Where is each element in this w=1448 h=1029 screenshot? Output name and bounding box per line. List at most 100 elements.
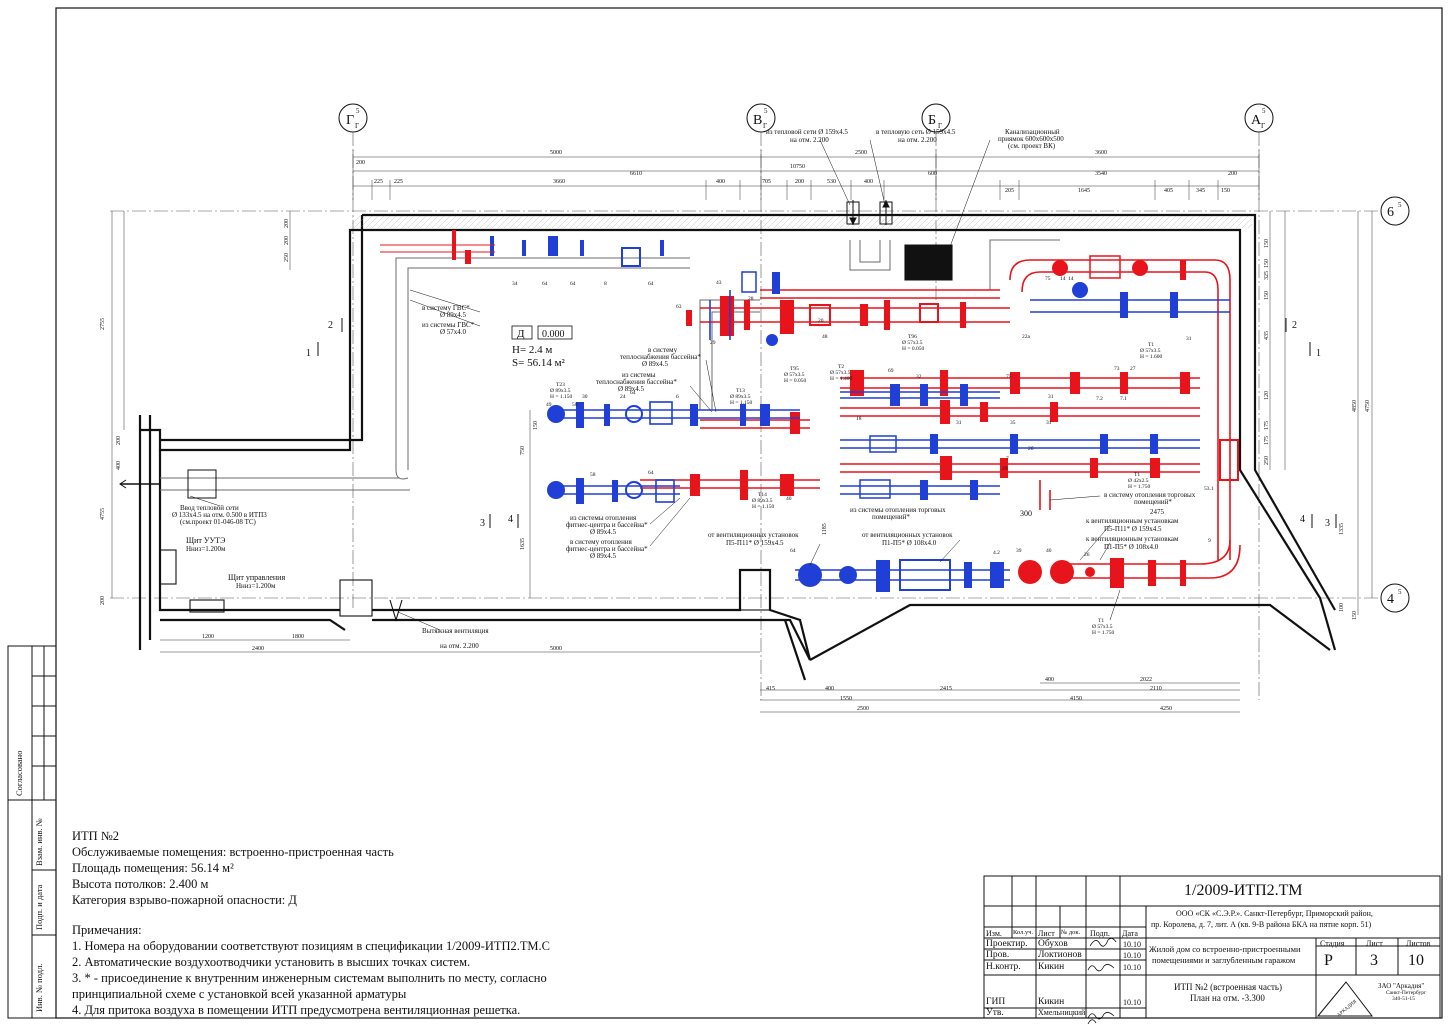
svg-text:2500: 2500	[855, 150, 867, 156]
svg-text:4: 4	[1300, 514, 1305, 525]
svg-text:Ø 57х3.5: Ø 57х3.5	[1140, 348, 1161, 354]
ceiling-height: Высота потолков: 2.400 м	[72, 877, 209, 891]
svg-text:250: 250	[284, 253, 290, 262]
svg-text:Ø 57х3.5: Ø 57х3.5	[784, 372, 805, 378]
svg-text:П5-П11* Ø 159х4.5: П5-П11* Ø 159х4.5	[726, 539, 784, 547]
svg-text:в систему отопления торговых: в систему отопления торговых	[1104, 491, 1196, 499]
position-number: 7.2	[1096, 396, 1103, 402]
svg-text:400: 400	[716, 179, 725, 185]
svg-text:345: 345	[1196, 188, 1205, 194]
svg-text:2110: 2110	[1150, 686, 1162, 692]
remark-2: 2. Автоматические воздухоотводчики устан…	[72, 955, 471, 969]
remark-3b: принципиальной схеме с установкой всей у…	[72, 987, 407, 1001]
position-number: 63	[676, 304, 682, 310]
svg-text:П5-П11* Ø 159х4.5: П5-П11* Ø 159х4.5	[1104, 525, 1162, 533]
position-number: 58	[590, 472, 596, 478]
company-city: Санкт-Петербург	[1386, 990, 1427, 996]
svg-text:200: 200	[284, 236, 290, 245]
bottom-dimension-values: 1200 1800 2400 5000 415 400 1550 2415 40…	[202, 634, 1172, 712]
svg-text:в систему ГВС*: в систему ГВС*	[422, 304, 470, 312]
svg-text:5: 5	[1398, 201, 1402, 209]
svg-text:Щит УУТЭ: Щит УУТЭ	[186, 536, 225, 545]
svg-text:фитнес-центра и бассейна*: фитнес-центра и бассейна*	[566, 545, 648, 553]
svg-text:Г: Г	[355, 122, 359, 130]
position-number: 40	[786, 496, 792, 502]
position-number: 28	[748, 296, 754, 302]
position-number: 64	[630, 390, 636, 396]
svg-text:600: 600	[928, 171, 937, 177]
notes-block: ИТП №2 Обслуживаемые помещения: встроенн…	[72, 828, 972, 1018]
role-designer: Проектир.	[986, 939, 1028, 949]
fire-category: Категория взрыво-пожарной опасности: Д	[72, 893, 297, 907]
title-block-grid	[983, 875, 1441, 1019]
col-list: Лист	[1038, 929, 1055, 938]
svg-text:4: 4	[508, 514, 513, 525]
top-line-fittings	[452, 230, 664, 267]
position-number: 32	[916, 374, 922, 380]
position-number: 20	[818, 318, 824, 324]
position-number: 7	[1006, 456, 1009, 462]
svg-text:П1-П5* Ø 108х4.0: П1-П5* Ø 108х4.0	[1104, 543, 1159, 551]
svg-text:П1-П5* Ø 108х4.0: П1-П5* Ø 108х4.0	[882, 539, 937, 547]
svg-text:530: 530	[827, 179, 836, 185]
itp-title: ИТП №2	[72, 829, 119, 843]
svg-text:Ø 89х3.5: Ø 89х3.5	[730, 394, 751, 400]
company-name: ЗАО "Аркадия"	[1378, 982, 1425, 990]
position-number: 31	[1186, 336, 1192, 342]
position-number: 26	[1084, 552, 1090, 558]
svg-text:Согласовано: Согласовано	[14, 751, 24, 796]
col-data: Дата	[1122, 929, 1138, 938]
svg-text:от вентиляционных установок: от вентиляционных установок	[708, 531, 799, 539]
svg-text:200: 200	[284, 219, 290, 228]
position-number: 8	[604, 281, 607, 287]
svg-text:Ø 89х4.5: Ø 89х4.5	[618, 385, 645, 393]
svg-text:к вентиляционным установкам: к вентиляционным установкам	[1086, 535, 1179, 543]
svg-text:1: 1	[1316, 348, 1321, 359]
svg-text:1550: 1550	[840, 696, 852, 702]
position-number: 64	[542, 281, 548, 287]
svg-text:6: 6	[1387, 205, 1394, 220]
svg-text:200: 200	[100, 596, 106, 605]
svg-text:от вентиляционных установок: от вентиляционных установок	[862, 531, 953, 539]
svg-text:1: 1	[306, 348, 311, 359]
svg-text:(см. проект ВК): (см. проект ВК)	[1008, 142, 1056, 150]
svg-text:теплоснабжения бассейна*: теплоснабжения бассейна*	[620, 353, 701, 361]
pipe-labels: из тепловой сети Ø 159х4.5 на отм. 2.200…	[172, 128, 1196, 650]
svg-text:Г: Г	[346, 113, 354, 128]
svg-text:4250: 4250	[1160, 706, 1172, 712]
svg-text:205: 205	[1005, 188, 1014, 194]
svg-text:Г: Г	[1261, 122, 1265, 130]
date-normcontrol: 10.10	[1123, 963, 1141, 972]
svg-text:200: 200	[1228, 171, 1237, 177]
position-number: 2б	[1028, 445, 1034, 452]
svg-text:T95: T95	[790, 366, 799, 372]
svg-text:400: 400	[1045, 677, 1054, 683]
input-flange	[119, 469, 217, 499]
axis-bubbles: Г Г 5 В Г 5 Б Г А Г 5 6 5 4 5	[338, 103, 1410, 613]
svg-text:750: 750	[520, 446, 526, 455]
svg-text:в тепловую сеть Ø 159х4.5: в тепловую сеть Ø 159х4.5	[876, 128, 956, 136]
position-number: 29	[1002, 466, 1008, 472]
svg-text:2: 2	[328, 320, 333, 331]
svg-text:H = 0.050: H = 0.050	[784, 378, 806, 384]
svg-text:к вентиляционным установкам: к вентиляционным установкам	[1086, 517, 1179, 525]
svg-text:Ø 57х3.5: Ø 57х3.5	[1092, 624, 1113, 630]
instrument-tags: T1 Ø 57х3.5 H = 1.600 T1 Ø 57х3.5 H = 1.…	[550, 334, 1162, 636]
position-number: 9	[1208, 538, 1211, 544]
svg-text:T1: T1	[1134, 472, 1140, 478]
svg-text:T96: T96	[908, 334, 917, 340]
svg-text:T2: T2	[838, 364, 844, 370]
svg-text:Ø 89х4.5: Ø 89х4.5	[590, 552, 617, 560]
svg-text:Ø 133х4.5 на отм. 0.500 в ИТП3: Ø 133х4.5 на отм. 0.500 в ИТП3	[172, 511, 267, 519]
lists-header: Листов	[1406, 939, 1431, 948]
position-number: 40	[1046, 548, 1052, 554]
svg-text:200: 200	[116, 436, 122, 445]
walls	[138, 213, 1337, 681]
company-phone: 340-51-15	[1392, 996, 1415, 1002]
svg-text:225: 225	[394, 179, 403, 185]
svg-text:2415: 2415	[940, 686, 952, 692]
role-gip: ГИП	[986, 997, 1006, 1007]
svg-text:H = 0.050: H = 0.050	[902, 346, 924, 352]
position-number: 50	[572, 402, 578, 408]
